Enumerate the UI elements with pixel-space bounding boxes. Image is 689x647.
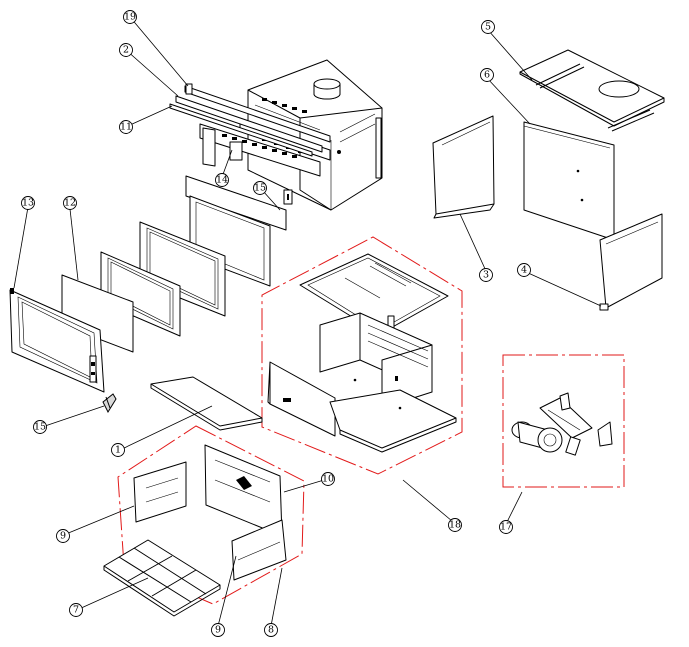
door-gasket-frame [139, 221, 226, 317]
callout-label: 2 [123, 45, 129, 56]
callout-label: 7 [73, 605, 79, 616]
callout-13: 13 [21, 196, 35, 210]
top-trim-rails [169, 83, 331, 157]
callout-label: 15 [34, 422, 46, 433]
group-outline-firebricks [117, 425, 305, 605]
firebox-assembly [267, 253, 457, 453]
callout-19: 19 [123, 10, 137, 24]
firebrick-set [133, 444, 287, 581]
glass-frame [100, 251, 181, 337]
callout-14: 14 [215, 173, 229, 187]
side-shield [432, 115, 495, 219]
callout-18: 18 [448, 518, 462, 532]
door-handle [102, 393, 117, 414]
callout-label: 1 [115, 445, 121, 456]
callout-10: 10 [321, 472, 335, 486]
callout-9-left: 9 [56, 529, 70, 543]
callout-label: 5 [485, 22, 491, 33]
callout-label: 9 [60, 531, 66, 542]
callout-label: 8 [268, 625, 274, 636]
callout-8: 8 [264, 623, 278, 637]
callout-7: 7 [69, 603, 83, 617]
side-panel-upper [523, 121, 615, 241]
callout-label: 9 [215, 625, 221, 636]
callout-label: 12 [64, 198, 76, 209]
callout-label: 19 [124, 12, 136, 23]
callout-label: 14 [216, 175, 228, 186]
callout-label: 15 [254, 183, 266, 194]
callout-1: 1 [111, 443, 125, 457]
callout-5: 5 [481, 20, 495, 34]
leader-lines [13, 16, 602, 627]
callout-label: 13 [22, 198, 34, 209]
callout-16: 15 [33, 420, 47, 434]
callout-11: 11 [119, 120, 133, 134]
callout-label: 3 [483, 270, 489, 281]
callout-label: 6 [484, 70, 490, 81]
callout-label: 18 [449, 520, 461, 531]
callout-label: 17 [500, 522, 512, 533]
glass-panel [61, 274, 134, 353]
callout-6: 6 [480, 68, 494, 82]
callout-label: 4 [521, 265, 527, 276]
blower-assembly [511, 392, 613, 456]
callout-4: 4 [517, 263, 531, 277]
callout-label: 11 [120, 122, 132, 133]
door-assembly [9, 288, 105, 393]
callout-2: 2 [119, 43, 133, 57]
top-cover [519, 49, 665, 132]
callout-9-bottom: 9 [211, 623, 225, 637]
hearth-plate [150, 376, 263, 431]
baffle-assembly [199, 123, 321, 177]
callout-label: 10 [322, 474, 334, 485]
side-panel-lower [599, 213, 663, 311]
callout-12: 12 [63, 196, 77, 210]
group-outline-firebox [261, 236, 463, 475]
group-outline-blower [502, 354, 625, 488]
callout-17: 17 [499, 520, 513, 534]
floor-bricks [103, 539, 221, 617]
callout-3: 3 [479, 268, 493, 282]
callout-15: 15 [253, 181, 267, 195]
